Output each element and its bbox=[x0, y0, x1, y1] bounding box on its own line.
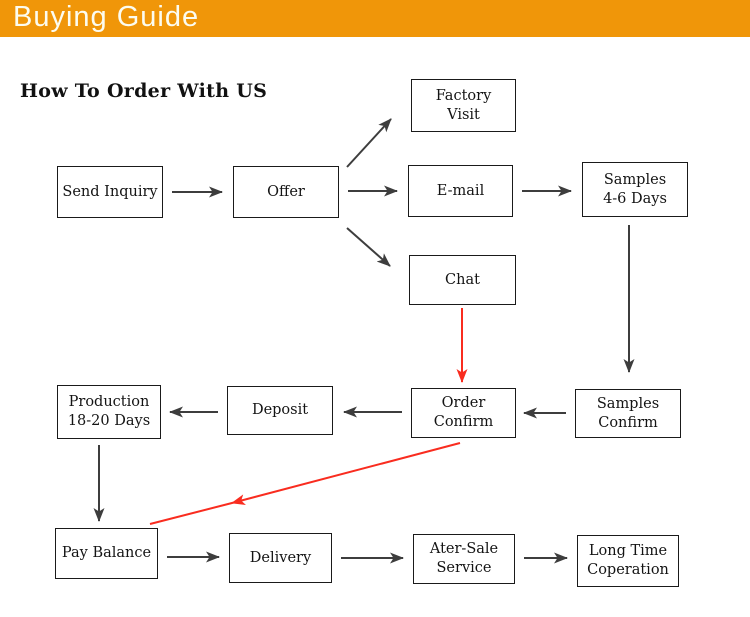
node-label: Offer bbox=[267, 183, 305, 200]
node-samples-4-6-days: Samples 4-6 Days bbox=[582, 162, 688, 217]
node-label: Send Inquiry bbox=[62, 183, 158, 200]
node-long-time-coperation: Long Time Coperation bbox=[577, 535, 679, 587]
node-pay-balance: Pay Balance bbox=[55, 528, 158, 579]
arrow-offer-to-chat bbox=[346, 227, 391, 267]
node-delivery: Delivery bbox=[229, 533, 332, 583]
node-label: Deposit bbox=[251, 402, 309, 419]
node-label: Factory Visit bbox=[435, 87, 492, 123]
section-heading: How To Order With US bbox=[20, 80, 268, 102]
node-order-confirm: Order Confirm bbox=[411, 388, 516, 438]
node-label: Pay Balance bbox=[61, 545, 152, 562]
node-label: E-mail bbox=[436, 182, 485, 199]
node-production-18-20-days: Production 18-20 Days bbox=[57, 385, 161, 439]
header-bar: Buying Guide bbox=[0, 0, 750, 37]
node-label: Samples 4-6 Days bbox=[603, 171, 667, 207]
node-label: Production 18-20 Days bbox=[67, 394, 151, 429]
node-email: E-mail bbox=[408, 165, 513, 217]
node-label: Delivery bbox=[249, 549, 312, 566]
node-label: Chat bbox=[445, 271, 480, 288]
page-title: Buying Guide bbox=[13, 1, 200, 33]
node-after-sale-service: Ater-Sale Service bbox=[413, 534, 515, 584]
node-label: Long Time Coperation bbox=[587, 543, 669, 578]
node-label: Samples Confirm bbox=[596, 395, 660, 431]
node-factory-visit: Factory Visit bbox=[411, 79, 516, 132]
node-label: Ater-Sale Service bbox=[429, 541, 499, 576]
node-label: Order Confirm bbox=[433, 395, 494, 430]
node-offer: Offer bbox=[233, 166, 339, 218]
node-deposit: Deposit bbox=[227, 386, 333, 435]
node-chat: Chat bbox=[409, 255, 516, 305]
node-send-inquiry: Send Inquiry bbox=[57, 166, 163, 218]
node-samples-confirm: Samples Confirm bbox=[575, 389, 681, 438]
arrow-offer-to-factoryvisit bbox=[346, 118, 392, 168]
arrow-orderconfirm-to-paybalance-red bbox=[149, 442, 461, 525]
